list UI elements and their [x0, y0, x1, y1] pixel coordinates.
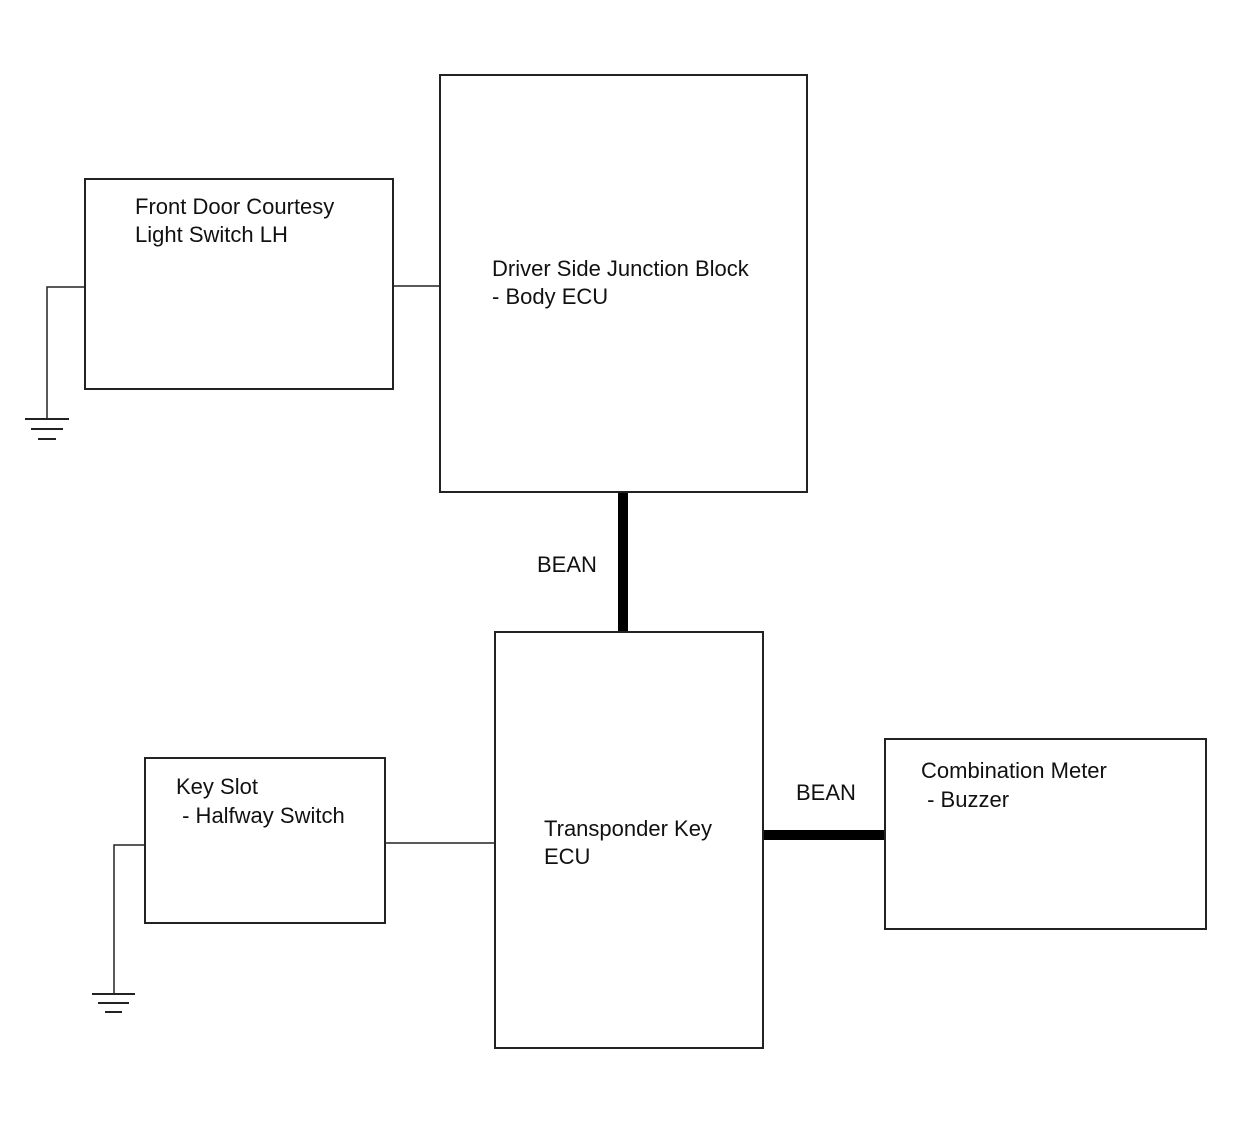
- front-door-courtesy-switch-box: Front Door Courtesy Light Switch LH: [84, 178, 394, 390]
- component-label-line-2: - Body ECU: [492, 284, 608, 309]
- component-label-line-1: Front Door Courtesy: [135, 194, 334, 219]
- component-box: [884, 738, 1207, 930]
- component-label-line-2: Light Switch LH: [135, 222, 288, 247]
- bean-label-horizontal: BEAN: [796, 780, 856, 805]
- component-label-line-2: ECU: [544, 844, 590, 869]
- door-switch-ground-wire: [46, 286, 85, 418]
- key-slot-ground: [92, 844, 145, 1013]
- component-label-line-1: Driver Side Junction Block: [492, 256, 750, 281]
- component-label-line-1: Transponder Key: [544, 816, 712, 841]
- transponder-key-ecu-box: Transponder Key ECU: [494, 631, 764, 1049]
- component-box: [439, 74, 808, 493]
- component-box: [84, 178, 394, 390]
- component-label-line-2: - Halfway Switch: [176, 803, 345, 828]
- component-box: [494, 631, 764, 1049]
- key-slot-box: Key Slot - Halfway Switch: [144, 757, 386, 924]
- combination-meter-box: Combination Meter - Buzzer: [884, 738, 1207, 930]
- body-ecu-box: Driver Side Junction Block - Body ECU: [439, 74, 808, 493]
- component-label-line-2: - Buzzer: [921, 787, 1009, 812]
- bean-label-vertical: BEAN: [537, 552, 597, 577]
- door-switch-ground: [25, 286, 85, 440]
- component-label-line-1: Combination Meter: [921, 758, 1107, 783]
- key-slot-ground-wire: [113, 844, 145, 993]
- component-label-line-1: Key Slot: [176, 774, 258, 799]
- component-box: [144, 757, 386, 924]
